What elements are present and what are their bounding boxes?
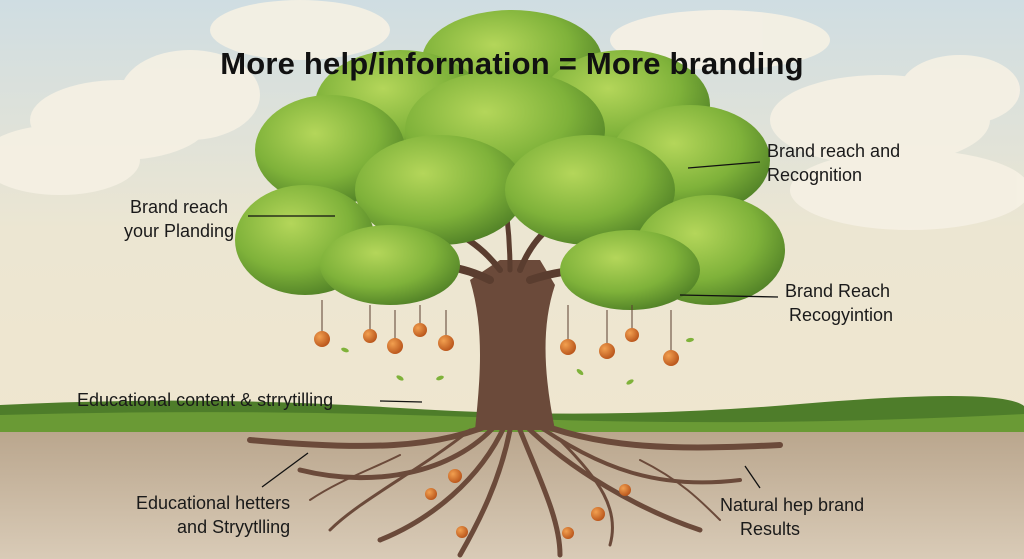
label-educational-hetters: Educational hetters and Stryytlling	[136, 491, 290, 539]
root-fruits	[425, 469, 631, 539]
soil	[0, 428, 1024, 559]
clouds	[0, 0, 1024, 230]
label-line-1: Brand Reach	[785, 281, 891, 301]
label-natural-hep-brand: Natural hep brand Results	[720, 493, 864, 541]
label-brand-reach-planding: Brand reach your Planding	[124, 195, 234, 243]
label-line-2: and Stryytlling	[177, 517, 291, 537]
label-line-2: Results	[740, 519, 801, 539]
label-line-1: Brand reach and	[767, 141, 901, 161]
trunk	[470, 260, 555, 430]
label-line-1: Brand reach	[130, 197, 229, 217]
label-line-2: your Planding	[124, 221, 235, 241]
hanging-fruits	[314, 300, 679, 366]
falling-leaves	[341, 337, 694, 385]
label-line-1: Natural hep brand	[720, 495, 865, 515]
roots	[247, 417, 783, 558]
leader-lines	[248, 161, 779, 489]
foliage	[235, 10, 785, 310]
label-brand-reach-recogyintion: Brand Reach Recogyintion	[785, 279, 893, 327]
label-line-2: Recognition	[767, 165, 863, 185]
label-line-2: Recogyintion	[789, 305, 894, 325]
label-line-1: Educational hetters	[136, 493, 291, 513]
label-brand-reach-recognition: Brand reach and Recognition	[767, 139, 900, 187]
page-title: More help/information = More branding	[220, 46, 804, 81]
label-educational-content: Educational content & strrytilling	[77, 390, 334, 410]
